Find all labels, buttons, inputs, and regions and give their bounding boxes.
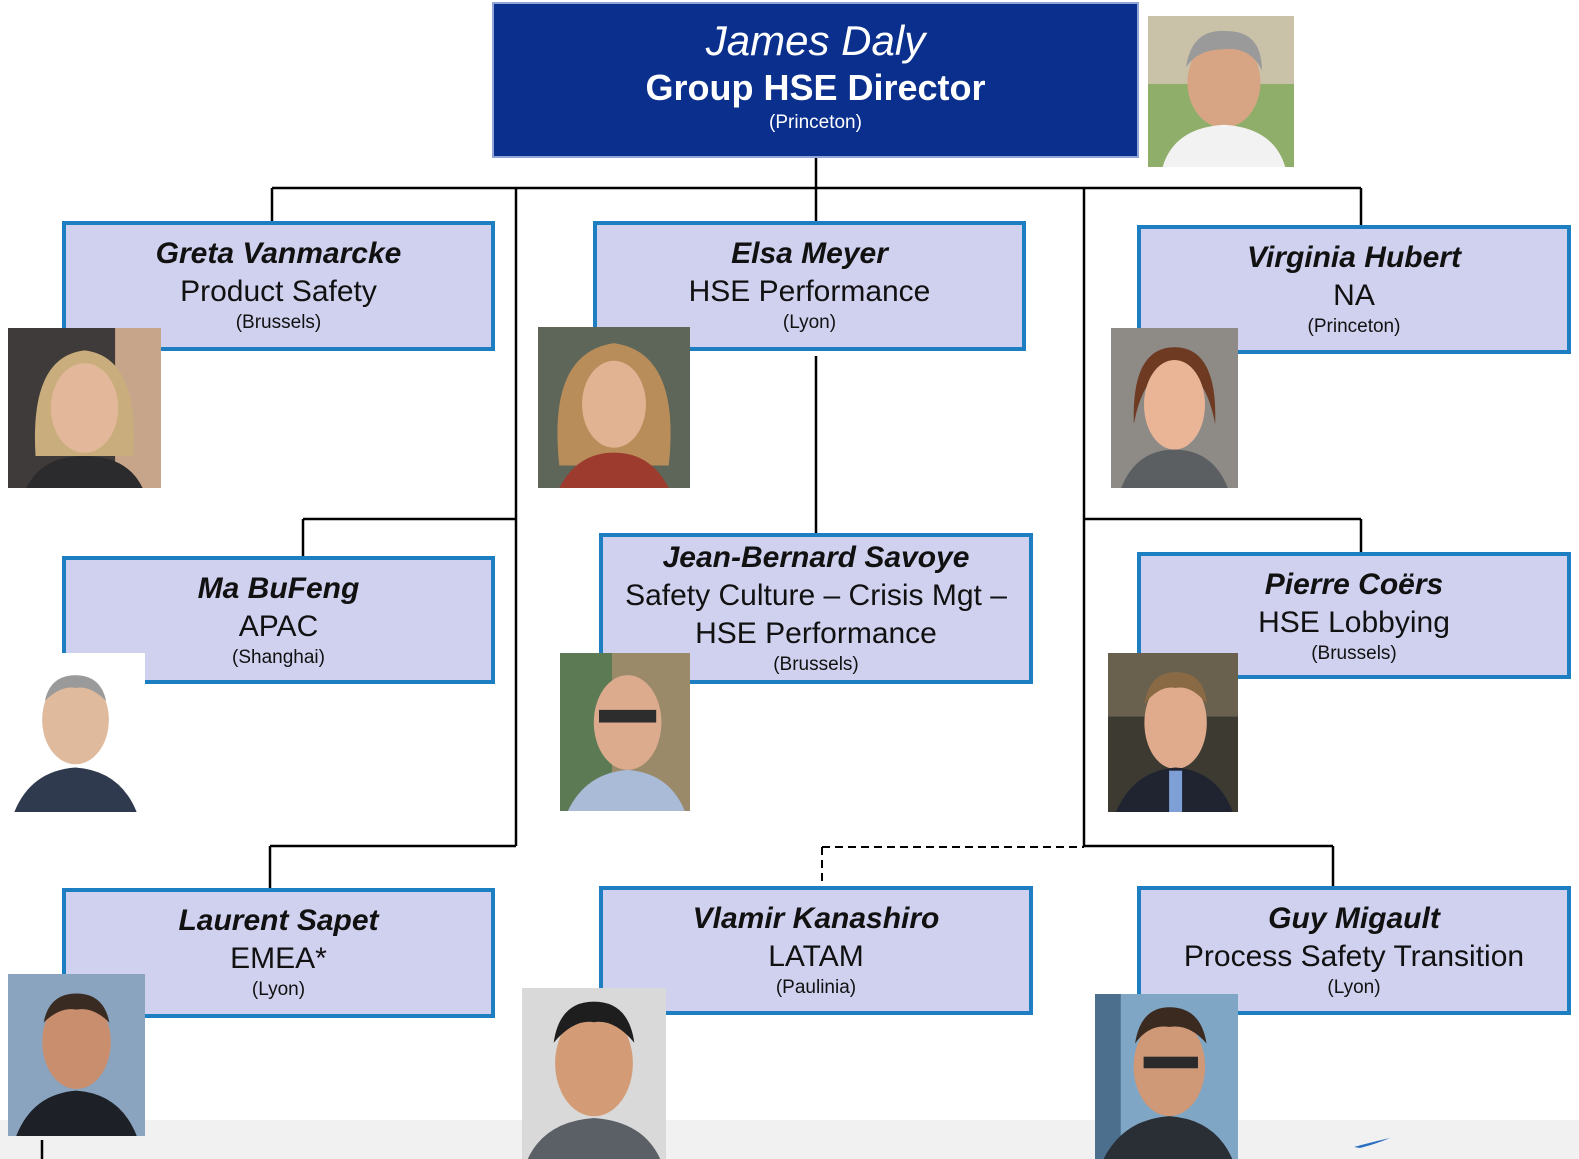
member-name: Virginia Hubert: [1247, 241, 1461, 274]
portrait-photo: [560, 653, 690, 811]
member-location: (Lyon): [1327, 977, 1381, 998]
portrait-photo: [522, 988, 666, 1159]
member-role: Process Safety Transition: [1183, 940, 1525, 973]
portrait-photo: [1148, 16, 1294, 167]
member-location: (Brussels): [235, 312, 322, 333]
director-location: (Princeton): [769, 112, 862, 133]
director-box: James Daly Group HSE Director (Princeton…: [492, 2, 1139, 158]
portrait-photo: [1108, 653, 1238, 812]
portrait-photo: [8, 974, 145, 1136]
member-box-vlamir-kanashiro: Vlamir Kanashiro LATAM (Paulinia): [599, 886, 1033, 1015]
member-role: LATAM: [768, 940, 864, 973]
member-location: (Brussels): [1311, 643, 1397, 664]
director-name: James Daly: [705, 17, 926, 64]
member-role: Safety Culture – Crisis Mgt – HSE Perfor…: [625, 579, 1007, 650]
member-role: HSE Performance: [688, 275, 931, 308]
member-location: (Princeton): [1307, 316, 1401, 337]
member-name: Vlamir Kanashiro: [692, 902, 940, 935]
member-role: EMEA*: [230, 942, 327, 975]
logo-swoosh-icon: [1354, 1138, 1390, 1148]
member-name: Laurent Sapet: [178, 904, 379, 937]
member-box-elsa-meyer: Elsa Meyer HSE Performance (Lyon): [593, 221, 1026, 351]
member-role: APAC: [238, 610, 319, 643]
member-location: (Lyon): [782, 312, 837, 333]
member-location: (Paulinia): [775, 977, 857, 998]
member-location: (Shanghai): [232, 647, 325, 668]
portrait-photo: [1111, 328, 1238, 488]
portrait-photo: [6, 653, 145, 812]
director-role: Group HSE Director: [645, 67, 986, 108]
member-name: Jean-Bernard Savoye: [662, 541, 970, 574]
member-location: (Brussels): [773, 654, 859, 675]
member-location: (Lyon): [251, 979, 306, 1000]
member-name: Greta Vanmarcke: [155, 237, 402, 270]
member-box-guy-migault: Guy Migault Process Safety Transition (L…: [1137, 886, 1571, 1015]
member-name: Elsa Meyer: [731, 237, 888, 270]
member-name: Pierre Coërs: [1264, 568, 1444, 601]
portrait-photo: [1095, 994, 1238, 1159]
member-name: Ma BuFeng: [197, 572, 360, 605]
member-role: NA: [1333, 279, 1375, 312]
footer-strip: [0, 1120, 1579, 1159]
portrait-photo: [538, 327, 690, 488]
member-name: Guy Migault: [1268, 902, 1440, 935]
member-role: Product Safety: [180, 275, 377, 308]
member-role: HSE Lobbying: [1258, 606, 1450, 639]
portrait-photo: [8, 328, 161, 488]
